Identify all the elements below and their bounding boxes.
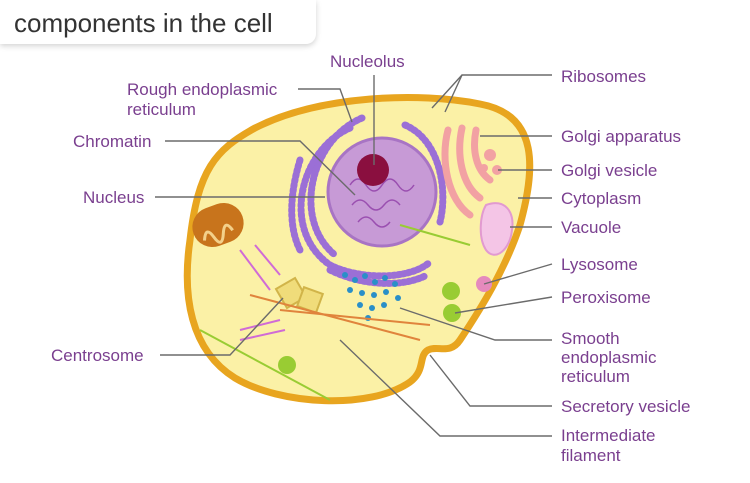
labels: Rough endoplasmic reticulum Nucleolus Ri… [51,52,690,465]
label-nucleus: Nucleus [83,188,144,207]
peroxisome [442,282,460,300]
label-golgi-vesicle: Golgi vesicle [561,161,657,180]
label-chromatin: Chromatin [73,132,151,151]
nucleus [326,136,438,248]
label-rough-er-1: Rough endoplasmic [127,80,278,99]
leader-lines [155,74,553,437]
label-ribosomes: Ribosomes [561,67,646,86]
vacuole [479,202,514,256]
mitochondrion [192,202,244,248]
centrosome [274,276,325,315]
label-smooth-er-3: reticulum [561,367,630,386]
label-intermediate-filament-2: filament [561,446,621,465]
label-rough-er-2: reticulum [127,100,196,119]
nucleolus [357,154,389,186]
peroxisome [443,304,461,322]
label-vacuole: Vacuole [561,218,621,237]
golgi-apparatus [441,124,494,219]
label-nucleolus: Nucleolus [330,52,405,71]
label-peroxisome: Peroxisome [561,288,651,307]
label-smooth-er-1: Smooth [561,329,620,348]
title-chip: components in the cell [0,0,316,44]
peroxisome [278,356,296,374]
label-smooth-er-2: endoplasmic [561,348,657,367]
label-secretory-vesicle: Secretory vesicle [561,397,690,416]
label-intermediate-filament-1: Intermediate [561,426,656,445]
ribosomes [342,272,401,321]
label-lysosome: Lysosome [561,255,638,274]
golgi-vesicles [480,149,502,175]
label-golgi-apparatus: Golgi apparatus [561,127,681,146]
label-cytoplasm: Cytoplasm [561,189,641,208]
rough-er [288,114,447,287]
label-centrosome: Centrosome [51,346,144,365]
page-title: components in the cell [14,8,273,38]
